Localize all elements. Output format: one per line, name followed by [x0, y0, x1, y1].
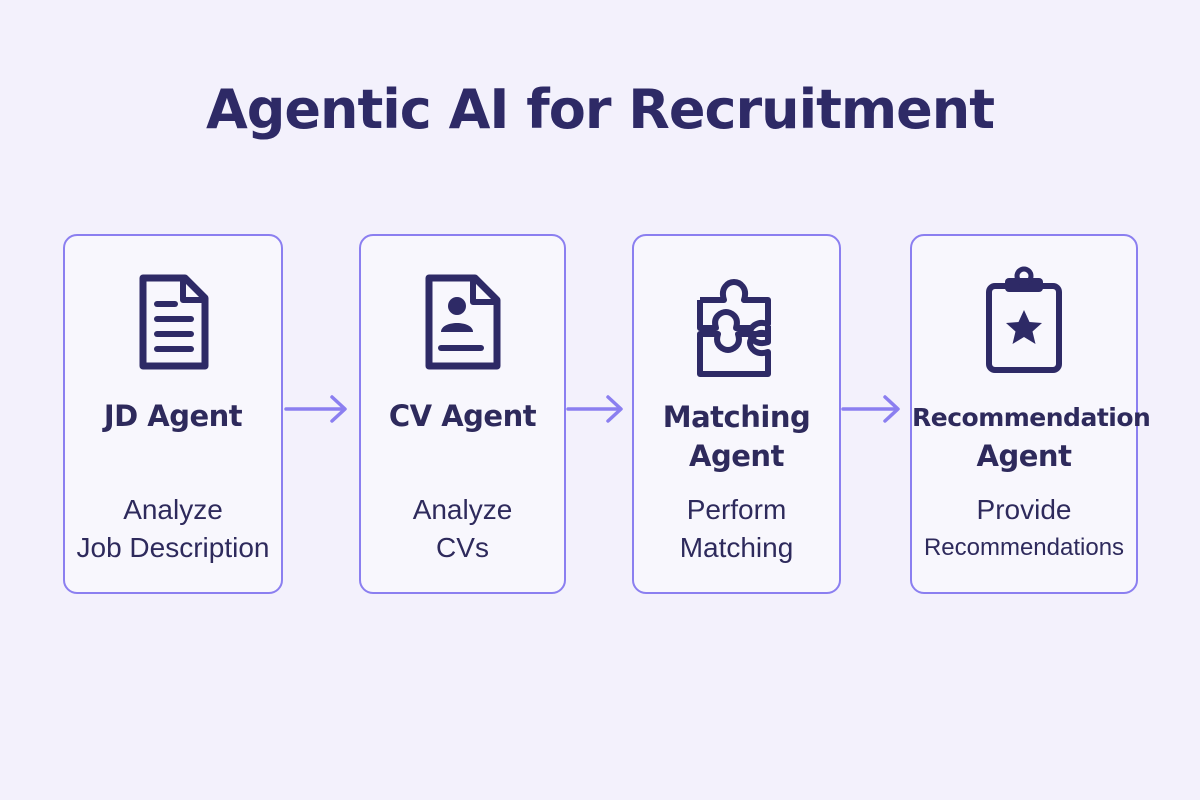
recommendation-agent-card: Recommendation Agent Provide Recommendat… [910, 234, 1151, 594]
diagram-title: Agentic AI for Recruitment [205, 78, 995, 141]
flow-arrow [566, 395, 623, 423]
cv-agent-card: CV Agent Analyze CVs [359, 234, 566, 594]
flow-arrow [841, 395, 900, 423]
agent-desc-line: Analyze [412, 494, 513, 525]
document-icon-graphic [139, 274, 209, 370]
agent-desc-line: CVs [436, 532, 489, 563]
agent-desc-line: Job Description [76, 532, 270, 563]
agent-name-line: JD Agent [103, 399, 243, 433]
agent-desc-line: Provide [976, 494, 1072, 525]
document-icon [65, 272, 281, 382]
agent-description: Analyze Job Description [65, 491, 281, 567]
agent-desc-line: Analyze [123, 494, 223, 525]
agent-description: Perform Matching [634, 491, 839, 567]
agent-name-line: Matching [662, 400, 811, 434]
agent-desc-line: Matching [679, 532, 794, 563]
cv-profile-icon-graphic [425, 274, 500, 370]
agent-desc-line: Perform [686, 494, 787, 525]
agent-description: Provide Recommendations [912, 491, 1136, 567]
clipboard-star-icon-graphic [986, 266, 1062, 373]
agent-name: CV Agent [361, 396, 564, 436]
puzzle-icon-graphic [696, 279, 771, 377]
jd-agent-card: JD Agent Analyze Job Description [63, 234, 283, 594]
matching-agent-card: Matching Agent Perform Matching [632, 234, 841, 594]
flow-arrow [284, 395, 347, 423]
agent-desc-line: Recommendations [923, 534, 1125, 561]
cv-profile-icon [361, 272, 564, 382]
clipboard-star-icon [912, 266, 1136, 376]
agent-name: Recommendation Agent [912, 398, 1151, 476]
agent-name-line: Agent [689, 439, 784, 473]
agent-name-line: CV Agent [388, 399, 537, 433]
puzzle-icon [634, 276, 839, 386]
agent-name: Matching Agent [634, 398, 839, 476]
agent-description: Analyze CVs [361, 491, 564, 567]
agent-name-line: Agent [976, 439, 1072, 473]
agent-name: JD Agent [65, 396, 281, 436]
agent-name-line: Recommendation [912, 403, 1151, 432]
